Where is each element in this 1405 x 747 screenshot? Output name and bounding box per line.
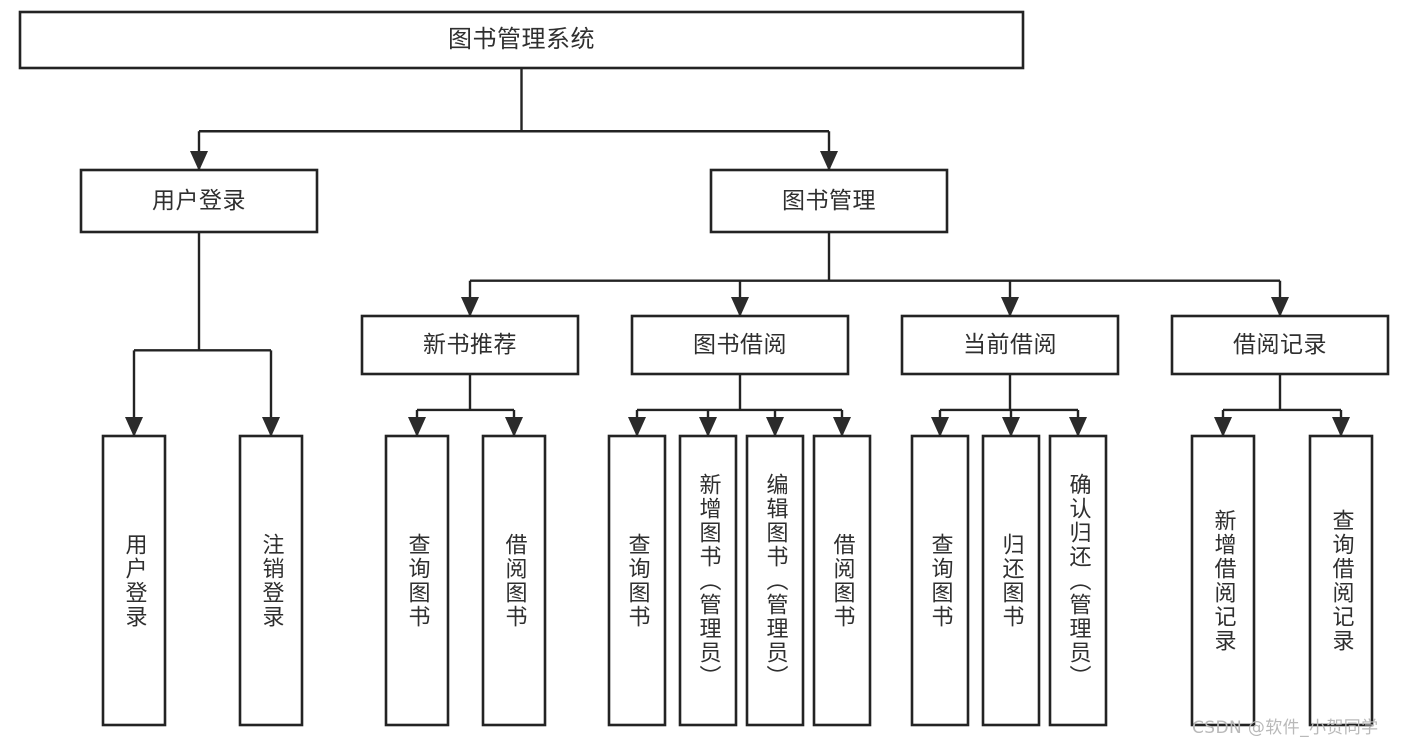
node-box-current-borrow[interactable] (900, 314, 1120, 376)
node-box-new-book-rec[interactable] (360, 314, 580, 376)
arrow-head-leaf-confirm-return-admin (1069, 417, 1087, 437)
node-box-leaf-add-borrow-record[interactable] (1190, 434, 1256, 727)
arrow-head-book-manage (820, 151, 838, 171)
arrow-head-leaf-query-book-rec (408, 417, 426, 437)
node-box-user-login[interactable] (79, 168, 319, 234)
node-box-leaf-query-book-rec[interactable] (384, 434, 450, 727)
node-box-leaf-query-book[interactable] (607, 434, 667, 727)
arrow-head-leaf-query-borrow-record (1332, 417, 1350, 437)
arrow-head-leaf-add-book-admin (699, 417, 717, 437)
node-box-leaf-user-logout[interactable] (238, 434, 304, 727)
node-box-book-borrow[interactable] (630, 314, 850, 376)
node-box-leaf-query-book-cur[interactable] (910, 434, 970, 727)
node-box-borrow-record[interactable] (1170, 314, 1390, 376)
arrow-head-leaf-edit-book-admin (766, 417, 784, 437)
arrow-head-borrow-record (1271, 297, 1289, 317)
arrow-head-leaf-borrow-book-rec (505, 417, 523, 437)
node-box-leaf-confirm-return-admin[interactable] (1048, 434, 1108, 727)
arrow-head-leaf-query-book-cur (931, 417, 949, 437)
arrow-head-leaf-query-book (628, 417, 646, 437)
box-layer (18, 10, 1390, 727)
arrow-head-leaf-add-borrow-record (1214, 417, 1232, 437)
arrow-head-leaf-borrow-book (833, 417, 851, 437)
node-box-book-manage[interactable] (709, 168, 949, 234)
node-box-leaf-borrow-book-rec[interactable] (481, 434, 547, 727)
node-box-leaf-borrow-book[interactable] (812, 434, 872, 727)
node-box-leaf-add-book-admin[interactable] (678, 434, 738, 727)
connector-layer (125, 68, 1350, 437)
node-box-leaf-edit-book-admin[interactable] (745, 434, 805, 727)
node-box-leaf-user-login[interactable] (101, 434, 167, 727)
arrow-head-leaf-user-logout (262, 417, 280, 437)
node-box-root[interactable] (18, 10, 1025, 70)
arrow-head-leaf-user-login (125, 417, 143, 437)
node-box-leaf-return-book[interactable] (981, 434, 1041, 727)
arrow-head-current-borrow (1001, 297, 1019, 317)
node-box-leaf-query-borrow-record[interactable] (1308, 434, 1374, 727)
arrow-head-book-borrow (731, 297, 749, 317)
arrow-head-new-book-rec (461, 297, 479, 317)
arrow-head-user-login (190, 151, 208, 171)
arrow-head-leaf-return-book (1002, 417, 1020, 437)
